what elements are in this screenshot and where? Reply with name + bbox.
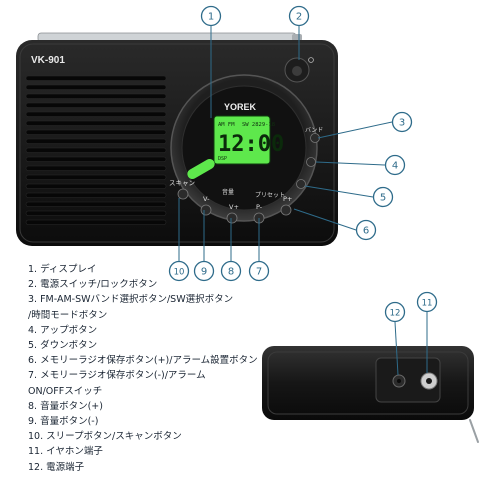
callout-circle <box>248 260 270 282</box>
legend-item: /時間モードボタン <box>28 309 108 321</box>
callout-number: 12 <box>390 309 401 319</box>
callout-number: 3 <box>399 118 405 129</box>
grille-slot <box>25 84 167 90</box>
callout-line-5 <box>304 185 374 198</box>
callout-number: 8 <box>228 267 234 278</box>
lcd-band: AM FM <box>218 122 235 128</box>
power-switch-knob <box>292 66 302 76</box>
grille-slot <box>25 111 167 117</box>
legend-item: 8. 音量ボタン(+) <box>28 400 103 412</box>
grille-slot <box>25 183 167 189</box>
grille-slot <box>25 120 167 126</box>
legend-item: 1. ディスプレイ <box>28 264 97 275</box>
key-label: スキャン <box>169 179 195 187</box>
earphone-jack-hole <box>426 378 432 384</box>
callout-number: 11 <box>422 299 433 309</box>
grille-slot <box>25 102 167 108</box>
callout-circle <box>384 154 406 176</box>
model-label: VK-901 <box>31 55 65 66</box>
grille-slot <box>25 129 167 135</box>
grille-slot <box>25 93 167 99</box>
callout-circle <box>200 5 222 27</box>
grille-slot <box>25 156 167 162</box>
callout-circle <box>384 301 406 323</box>
legend-item: 5. ダウンボタン <box>28 340 98 352</box>
legend-item: 12. 電源端子 <box>28 461 85 473</box>
preset-caption: プリセット <box>255 192 285 199</box>
radio-side-view <box>262 346 474 420</box>
callout-number: 9 <box>201 267 207 278</box>
callout-number: 6 <box>363 226 369 237</box>
power-jack-pin <box>397 379 401 383</box>
callout-line-6 <box>293 208 357 231</box>
callout-circle <box>391 111 413 133</box>
legend-item: 2. 電源スイッチ/ロックボタン <box>28 279 158 291</box>
lcd-sub: DSP <box>218 156 227 162</box>
key-label: V+ <box>229 203 239 211</box>
key-button[interactable] <box>280 204 292 216</box>
callout-circle <box>220 260 242 282</box>
grille-slot <box>25 75 167 81</box>
callout-number: 1 <box>208 12 214 23</box>
legend-item: 3. FM-AM-SWバンド選択ボタン/SW選択ボタン <box>28 294 234 306</box>
lock-icon <box>308 57 314 63</box>
radio-bezel <box>19 43 335 243</box>
legend-item: 6. メモリーラジオ保存ボタン(+)/アラーム設置ボタン <box>28 355 258 367</box>
callout-circle <box>416 291 438 313</box>
callout-line-4 <box>315 161 386 166</box>
legend-item: 10. スリープボタン/スキャンボタン <box>28 431 182 443</box>
key-button[interactable] <box>226 212 238 224</box>
key-label: P- <box>256 203 263 211</box>
legend-item: 7. メモリーラジオ保存ボタン(-)/アラーム <box>28 370 206 382</box>
grille-slot <box>25 147 167 153</box>
callout-number: 2 <box>296 12 302 23</box>
grille-slot <box>25 210 167 216</box>
legend-item: ON/OFFスイッチ <box>28 385 103 397</box>
callout-circle <box>168 260 190 282</box>
legend-item: 9. 音量ボタン(-) <box>28 416 99 428</box>
callout-number: 4 <box>392 161 398 172</box>
callout-number: 10 <box>174 268 185 278</box>
grille-slot <box>25 174 167 180</box>
key-button[interactable] <box>200 204 212 216</box>
key-label: P+ <box>283 195 292 203</box>
legend-list: 1. ディスプレイ 2. 電源スイッチ/ロックボタン 3. FM-AM-SWバン… <box>28 262 268 475</box>
brand-logo: YOREK <box>224 102 257 112</box>
callout-circle <box>288 5 310 27</box>
callout-lines <box>178 26 428 376</box>
antenna-tip <box>292 34 302 41</box>
grille-slot <box>25 219 167 225</box>
band-caption: バンド <box>305 127 323 134</box>
callout-number: 7 <box>256 267 262 278</box>
callout-line-12 <box>394 321 399 376</box>
grille-slot <box>25 138 167 144</box>
callout-circle <box>355 219 377 241</box>
grille-slot <box>25 201 167 207</box>
volume-caption: 音量 <box>222 188 234 196</box>
legend-item: 11. イヤホン端子 <box>28 446 103 458</box>
grille-slot <box>25 192 167 198</box>
speaker-grille <box>25 75 167 225</box>
key-label: V- <box>203 195 210 203</box>
callout-number: 5 <box>380 193 386 204</box>
callout-circle <box>193 260 215 282</box>
callout-line-3 <box>317 121 393 139</box>
side-bezel <box>267 351 469 415</box>
port-panel <box>375 357 441 403</box>
lcd-display <box>213 115 271 165</box>
sleep-tab <box>187 159 215 179</box>
lcd-mode: SW 2829-18 <box>242 122 275 128</box>
grille-slot <box>25 165 167 171</box>
key-button[interactable] <box>177 188 189 200</box>
callout-circle <box>372 186 394 208</box>
key-row: スキャン V- V+ P- P+ <box>169 179 292 224</box>
side-antenna <box>469 419 479 443</box>
legend-item: 4. アップボタン <box>28 324 98 336</box>
up-button[interactable] <box>306 157 316 167</box>
lcd-time: 12:00 <box>218 132 284 157</box>
down-button[interactable] <box>296 179 306 189</box>
